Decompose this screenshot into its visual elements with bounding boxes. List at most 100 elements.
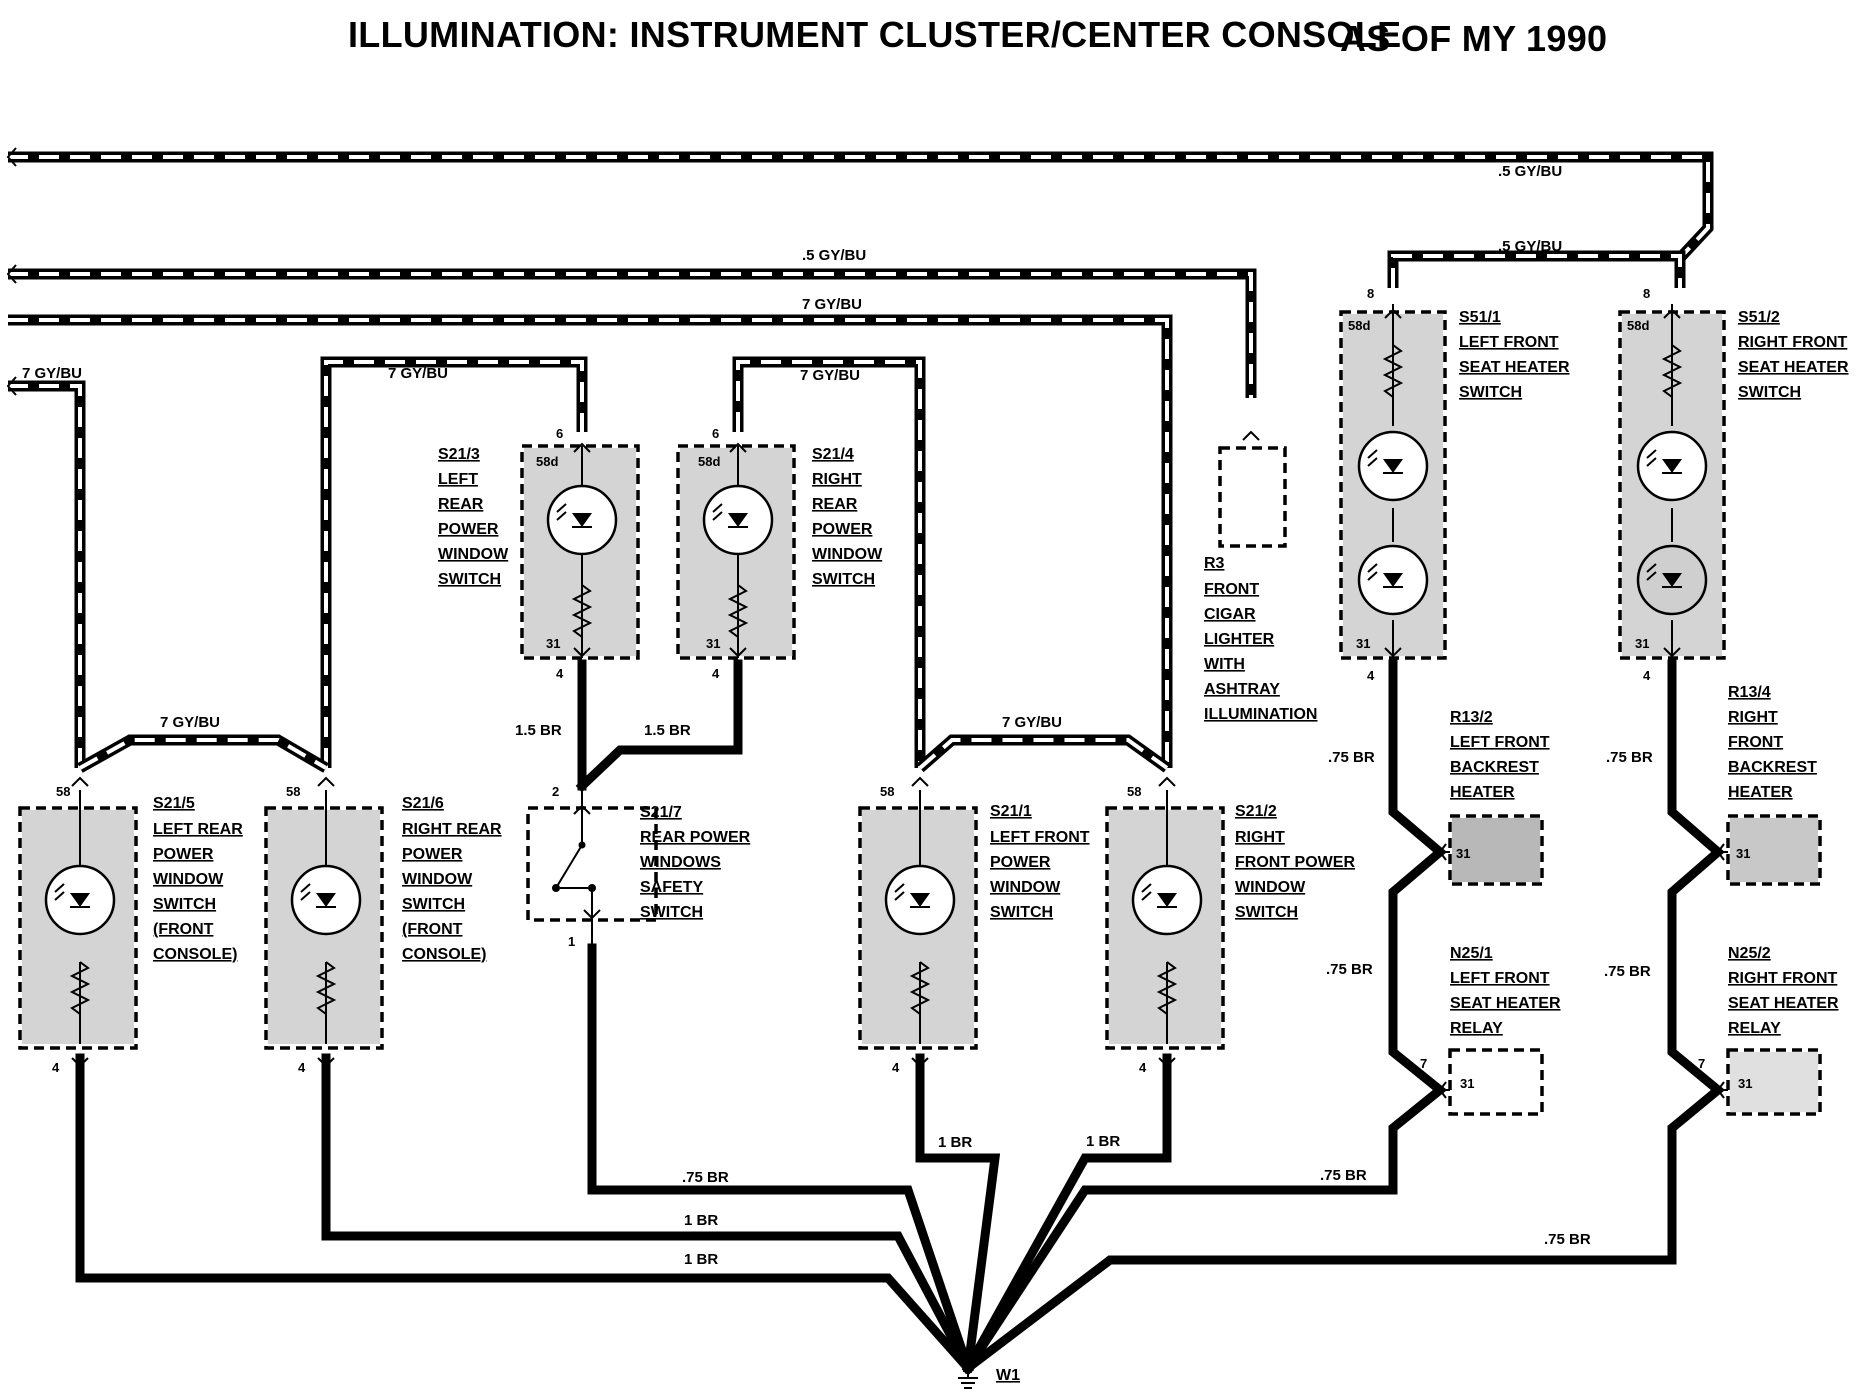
- label-s21-6: S21/6 RIGHT REAR POWER WINDOW SWITCH (FR…: [402, 795, 502, 963]
- svg-text:58: 58: [880, 784, 894, 799]
- svg-text:CONSOLE): CONSOLE): [402, 946, 486, 963]
- svg-text:POWER: POWER: [438, 521, 499, 538]
- svg-text:RIGHT FRONT: RIGHT FRONT: [1738, 334, 1848, 351]
- svg-text:RELAY: RELAY: [1450, 1020, 1503, 1037]
- label-s21-4: S21/4 RIGHT REAR POWER WINDOW SWITCH: [812, 446, 883, 588]
- svg-text:SAFETY: SAFETY: [640, 879, 703, 896]
- wire-label-br-s21-7: .75 BR: [682, 1169, 729, 1186]
- wire-gy-bridge-left: [77, 734, 329, 773]
- svg-text:4: 4: [712, 666, 720, 681]
- component-r3: [1218, 430, 1287, 548]
- label-r13-2: R13/2 LEFT FRONT BACKREST HEATER: [1450, 709, 1550, 801]
- svg-text:S21/4: S21/4: [812, 446, 854, 463]
- wire-br-s51-1: [961, 659, 1448, 1375]
- wire-label-gy-s21-1-2: 7 GY/BU: [802, 296, 862, 313]
- svg-text:RIGHT REAR: RIGHT REAR: [402, 821, 502, 838]
- svg-text:4: 4: [298, 1060, 306, 1075]
- svg-text:LEFT FRONT: LEFT FRONT: [1459, 334, 1559, 351]
- svg-text:WINDOW: WINDOW: [153, 871, 224, 888]
- svg-text:31: 31: [546, 636, 560, 651]
- wire-gy-s21-4-s21-1: [732, 356, 926, 768]
- svg-text:7: 7: [1420, 1056, 1427, 1071]
- svg-text:ASHTRAY: ASHTRAY: [1204, 681, 1280, 698]
- ground-symbol: [958, 1363, 978, 1389]
- component-n25-2: 7 31: [1698, 1048, 1822, 1116]
- wire-label-gy-bridge-right: 7 GY/BU: [1002, 714, 1062, 731]
- svg-text:WITH: WITH: [1204, 656, 1245, 673]
- svg-text:31: 31: [1635, 636, 1649, 651]
- component-s21-6: 58 4: [264, 776, 384, 1075]
- svg-text:BACKREST: BACKREST: [1728, 759, 1817, 776]
- svg-text:7: 7: [1698, 1056, 1705, 1071]
- svg-text:SEAT HEATER: SEAT HEATER: [1728, 995, 1839, 1012]
- svg-text:1: 1: [568, 934, 575, 949]
- svg-text:S21/3: S21/3: [438, 446, 480, 463]
- diagram-title: ILLUMINATION: INSTRUMENT CLUSTER/CENTER …: [348, 14, 1402, 55]
- svg-text:4: 4: [1643, 668, 1651, 683]
- br-wires: [75, 659, 1726, 1375]
- svg-text:CONSOLE): CONSOLE): [153, 946, 237, 963]
- wire-gy-s21-5: [8, 380, 86, 768]
- svg-text:N25/2: N25/2: [1728, 945, 1771, 962]
- wire-labels: .5 GY/BU .5 GY/BU .5 GY/BU 7 GY/BU 7 GY/…: [22, 163, 1653, 1268]
- svg-text:LEFT FRONT: LEFT FRONT: [1450, 970, 1550, 987]
- pin-58: 58: [56, 784, 70, 799]
- wire-br-s21-6: [321, 1053, 975, 1375]
- svg-text:LEFT REAR: LEFT REAR: [153, 821, 243, 838]
- svg-text:RIGHT: RIGHT: [1235, 829, 1285, 846]
- svg-text:LEFT: LEFT: [438, 471, 478, 488]
- svg-text:SWITCH: SWITCH: [438, 571, 501, 588]
- wire-label-gy-s21-5: 7 GY/BU: [22, 365, 82, 382]
- svg-text:WINDOW: WINDOW: [812, 546, 883, 563]
- svg-text:31: 31: [1460, 1076, 1474, 1091]
- svg-text:31: 31: [1738, 1076, 1752, 1091]
- component-s21-4: 58d 31 6 4: [676, 426, 796, 681]
- wire-label-br-s51-1-a: .75 BR: [1328, 749, 1375, 766]
- wire-label-gy-bridge-left: 7 GY/BU: [160, 714, 220, 731]
- wire-label-br-s21-3: 1.5 BR: [515, 722, 562, 739]
- svg-text:CIGAR: CIGAR: [1204, 606, 1256, 623]
- wire-br-s21-5: [75, 1053, 975, 1375]
- wire-label-br-s51-2-b: .75 BR: [1604, 963, 1651, 980]
- component-s51-1: 58d 31 8 4: [1339, 286, 1447, 683]
- svg-text:FRONT: FRONT: [1204, 581, 1259, 598]
- wire-label-gy-s21-4: 7 GY/BU: [800, 367, 860, 384]
- svg-text:LIGHTER: LIGHTER: [1204, 631, 1275, 648]
- label-s51-1: S51/1 LEFT FRONT SEAT HEATER SWITCH: [1459, 309, 1570, 401]
- component-s51-2: 58d 31 8 4: [1618, 286, 1726, 683]
- svg-text:FRONT: FRONT: [1728, 734, 1783, 751]
- svg-text:58d: 58d: [1627, 318, 1649, 333]
- svg-text:REAR: REAR: [812, 496, 858, 513]
- svg-text:6: 6: [712, 426, 719, 441]
- wire-label-gy-s51: .5 GY/BU: [1498, 238, 1562, 255]
- label-r13-4: R13/4 RIGHT FRONT BACKREST HEATER: [1728, 684, 1817, 801]
- wire-label-br-s51-1-c: .75 BR: [1320, 1167, 1367, 1184]
- svg-text:WINDOW: WINDOW: [1235, 879, 1306, 896]
- svg-text:(FRONT: (FRONT: [153, 921, 214, 938]
- label-s21-5: S21/5 LEFT REAR POWER WINDOW SWITCH (FRO…: [153, 795, 243, 963]
- wire-label-gy-top: .5 GY/BU: [1498, 163, 1562, 180]
- component-s21-3: 58d 31 6 4: [520, 426, 640, 681]
- component-s21-1: 58 4: [858, 776, 978, 1075]
- wire-br-s21-2: [961, 1053, 1172, 1375]
- component-r13-2: 31: [1438, 814, 1544, 886]
- label-s21-2: S21/2 RIGHT FRONT POWER WINDOW SWITCH: [1235, 803, 1355, 921]
- svg-text:SWITCH: SWITCH: [402, 896, 465, 913]
- svg-text:SWITCH: SWITCH: [153, 896, 216, 913]
- svg-text:SEAT HEATER: SEAT HEATER: [1459, 359, 1570, 376]
- label-s21-3: S21/3 LEFT REAR POWER WINDOW SWITCH: [438, 446, 509, 588]
- svg-text:R13/4: R13/4: [1728, 684, 1771, 701]
- wire-label-br-s21-2: 1 BR: [1086, 1133, 1120, 1150]
- wire-label-br-s21-1: 1 BR: [938, 1134, 972, 1151]
- component-s21-7: 2 1: [526, 784, 658, 950]
- svg-text:SWITCH: SWITCH: [990, 904, 1053, 921]
- wire-label-br-s21-6: 1 BR: [684, 1212, 718, 1229]
- wire-gy-bridge-right: [916, 734, 1171, 773]
- svg-text:REAR: REAR: [438, 496, 484, 513]
- svg-text:S21/1: S21/1: [990, 803, 1032, 820]
- wire-label-br-s21-5: 1 BR: [684, 1251, 718, 1268]
- svg-text:4: 4: [1139, 1060, 1147, 1075]
- svg-text:S21/7: S21/7: [640, 804, 682, 821]
